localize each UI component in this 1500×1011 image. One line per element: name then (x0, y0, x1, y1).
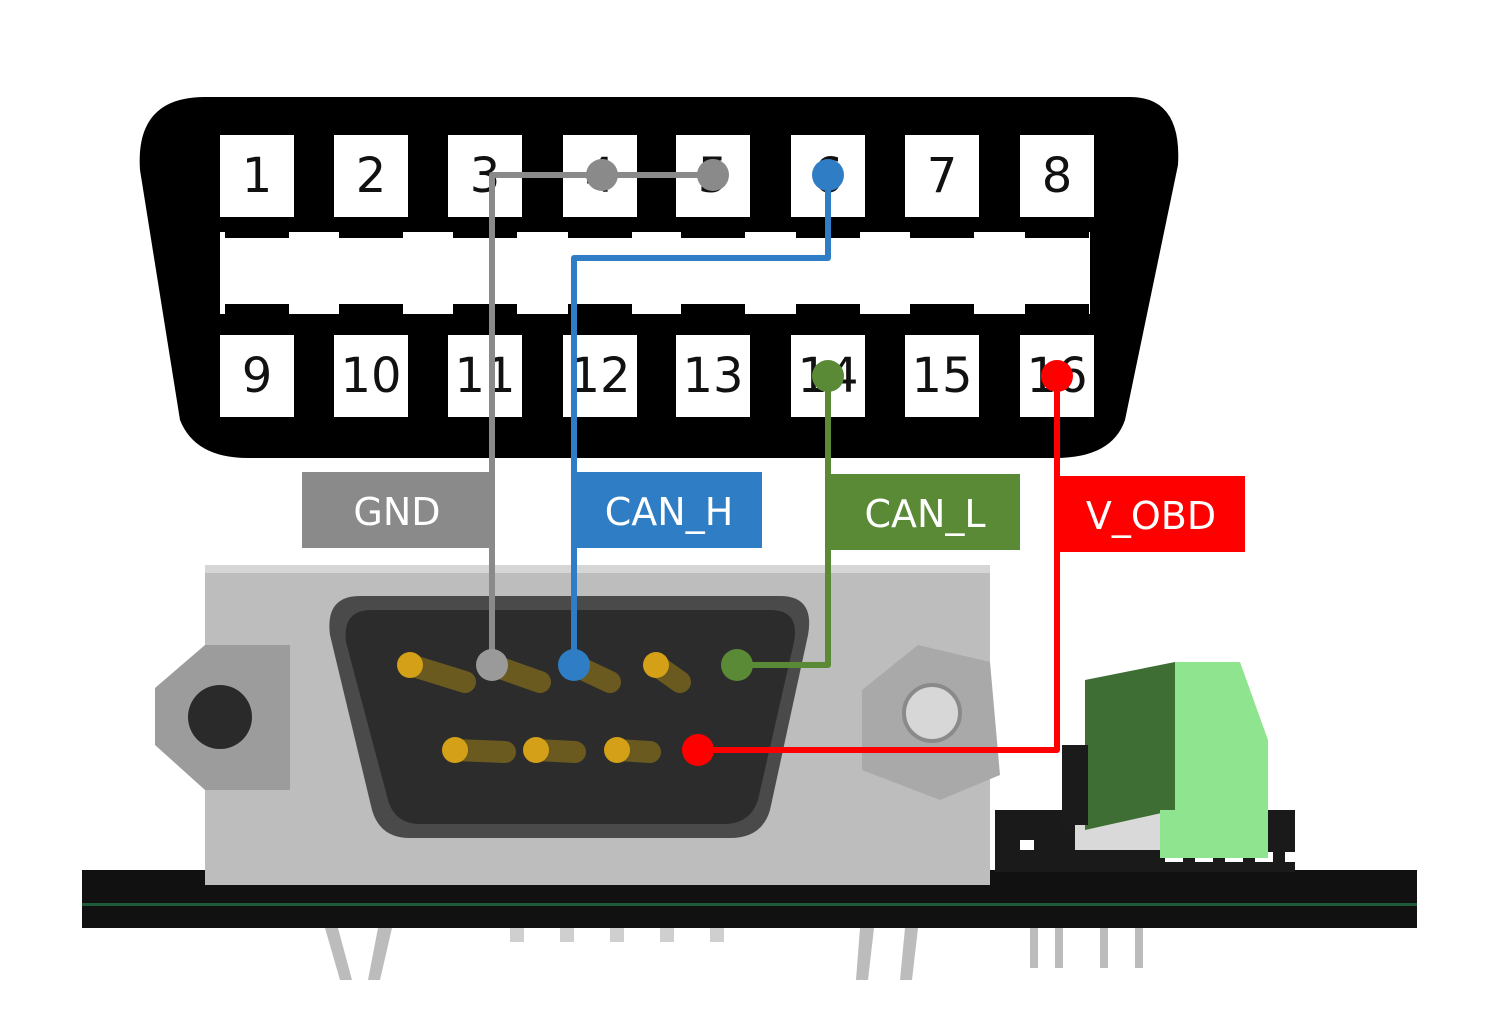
pcb-board (82, 870, 1417, 980)
obd2-notch (339, 304, 403, 330)
obd2-pin-number: 12 (569, 348, 630, 404)
canl-label: CAN_L (830, 474, 1020, 550)
obd2-pin-slot (905, 135, 979, 217)
obd2-pin-slot (220, 335, 294, 417)
terminal-block (1062, 662, 1268, 858)
svg-text:CAN_L: CAN_L (864, 492, 985, 536)
vobd-endpoint-pin16 (1041, 360, 1073, 392)
obd2-notch (910, 304, 974, 330)
obd2-pin-slot (448, 335, 522, 417)
obd2-connector: 12345678910111213141516 (139, 97, 1179, 458)
obd2-pin-number: 1 (242, 148, 273, 204)
svg-text:GND: GND (353, 490, 440, 534)
obd2-pin-number: 2 (356, 148, 387, 204)
obd2-pin-number: 15 (911, 348, 972, 404)
obd2-center-channel (220, 232, 1090, 314)
obd2-pin-number: 8 (1042, 148, 1073, 204)
canl-wire (737, 376, 831, 668)
obd2-notch (453, 304, 517, 330)
obd2-pin-slot (1020, 135, 1094, 217)
canh-wire (571, 175, 831, 665)
obd2-pin-slot (334, 335, 408, 417)
canl-endpoint-pin14 (812, 360, 844, 392)
obd2-notch (1025, 304, 1089, 330)
obd2-notch (681, 304, 745, 330)
obd2-pin-number: 7 (927, 148, 958, 204)
obd2-pin-slot (334, 135, 408, 217)
db9-connector (155, 565, 1000, 885)
canh-label: CAN_H (576, 472, 762, 548)
gnd-endpoint-pin5 (697, 159, 729, 191)
canh-endpoint-pin6 (812, 159, 844, 191)
obd2-pin-number: 13 (682, 348, 743, 404)
obd2-pin-slot (676, 335, 750, 417)
gnd-label: GND (302, 472, 492, 548)
db9-pin (442, 737, 468, 763)
db9-pin (604, 737, 630, 763)
vobd-wire (698, 376, 1060, 753)
db9-pin (397, 652, 423, 678)
db9-pin (643, 652, 669, 678)
obd2-notch (225, 304, 289, 330)
obd2-pin-number: 9 (242, 348, 273, 404)
vobd-label: V_OBD (1058, 476, 1245, 552)
svg-text:CAN_H: CAN_H (605, 490, 734, 534)
canl-endpoint-db9 (721, 649, 753, 681)
obd2-notch (796, 304, 860, 330)
obd2-pin-number: 10 (340, 348, 401, 404)
svg-text:V_OBD: V_OBD (1086, 494, 1216, 538)
db9-pin (523, 737, 549, 763)
signal-labels: GND CAN_H CAN_L V_OBD (302, 472, 1245, 552)
gnd-endpoint-db9 (476, 649, 508, 681)
obd2-top-row: 12345678 (220, 135, 1094, 217)
canh-endpoint-db9 (558, 649, 590, 681)
wire-endpoints (476, 159, 1073, 766)
obd2-pin-number: 11 (454, 348, 515, 404)
db9-face (345, 610, 795, 824)
obd2-notch (568, 304, 632, 330)
vobd-endpoint-db9 (682, 734, 714, 766)
gnd-endpoint-pin4 (586, 159, 618, 191)
obd2-pin-slot (905, 335, 979, 417)
obd2-pin-slot (220, 135, 294, 217)
